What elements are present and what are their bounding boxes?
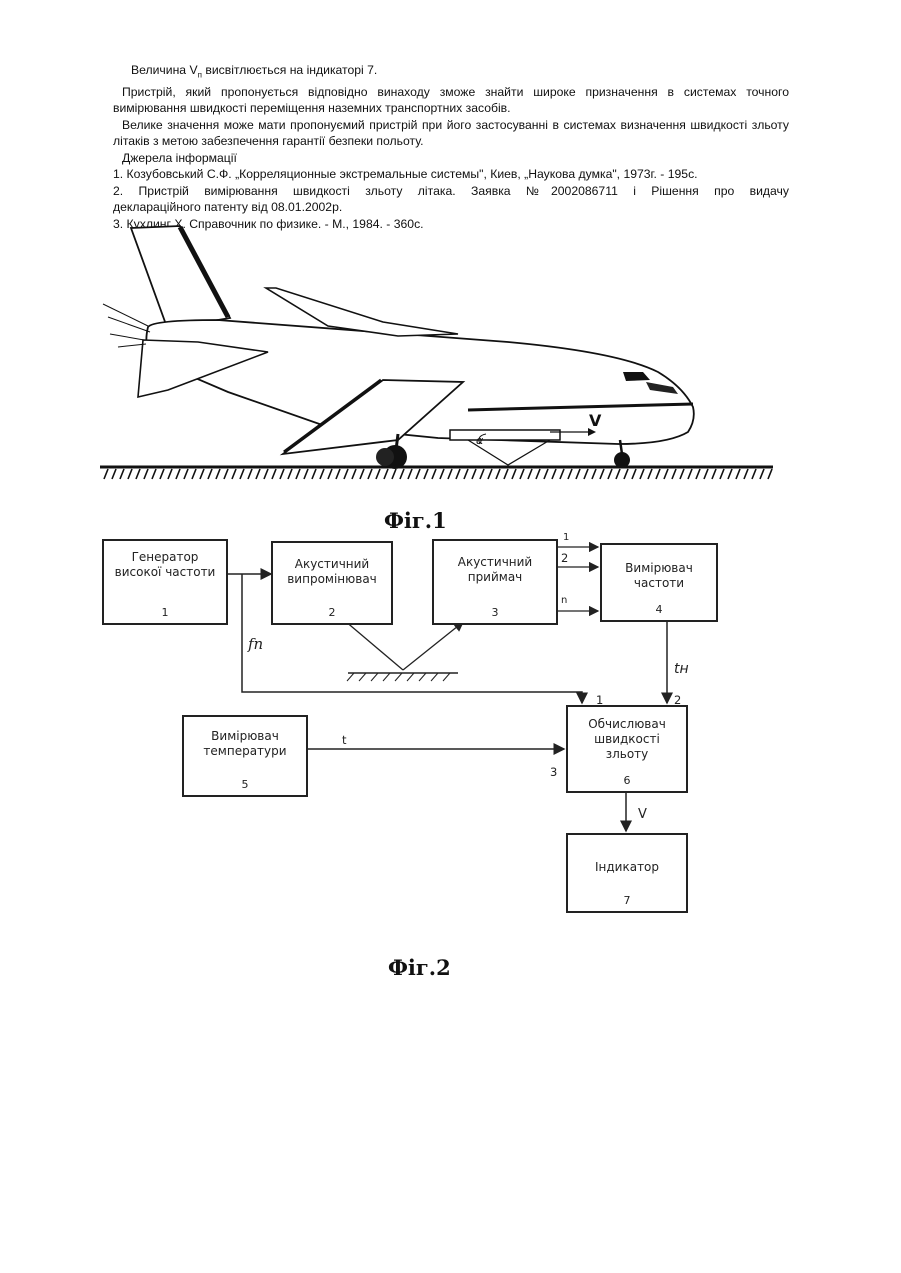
tail-fin (131, 226, 230, 330)
channel-2-label: 2 (561, 551, 568, 565)
signal-t-label: t (342, 733, 347, 747)
figure-1-caption: Фіг.1 (384, 508, 447, 532)
figure-2-caption: Фіг.2 (388, 955, 451, 980)
paragraph-purpose: Пристрій, який пропонується відповідно в… (113, 84, 789, 117)
reference-2-line-1: 2. Пристрій вимірювання швидкості зльоту… (113, 183, 789, 200)
figure-2-block-diagram: Генератор високої частоти 1 Акустичний в… (98, 535, 738, 980)
nose-gear-wheel (614, 452, 630, 468)
block-temperature-meter: Вимірювач температури 5 (182, 715, 308, 797)
reference-1: 1. Козубовський С.Ф. „Корреляционные экс… (113, 166, 789, 183)
block-frequency-meter: Вимірювач частоти 4 (600, 543, 718, 622)
input-1-label: 1 (596, 693, 603, 707)
velocity-label: V (589, 411, 602, 430)
angle-label: α (476, 434, 484, 447)
paragraph-importance: Велике значення може мати пропонуємий пр… (113, 117, 789, 150)
block-hf-generator: Генератор високої частоти 1 (102, 539, 228, 625)
block-acoustic-emitter: Акустичний випромінювач 2 (271, 541, 393, 625)
channel-1-label: 1 (563, 532, 569, 543)
sources-heading: Джерела інформації (113, 150, 789, 167)
block-indicator: Індикатор 7 (566, 833, 688, 913)
body-text: Величина Vп висвітлюється на індикаторі … (113, 62, 789, 232)
input-3-label: 3 (550, 765, 557, 779)
block-takeoff-speed-computer: Обчислювач швидкості зльоту 6 (566, 705, 688, 793)
reference-2-line-2: деклараційного патенту від 08.01.2002р. (113, 199, 789, 216)
runway-hatching (104, 469, 772, 479)
signal-v-label: V (638, 807, 647, 822)
signal-fn-label: fn (248, 635, 263, 653)
vn-text: Величина Vп висвітлюється на індикаторі … (131, 63, 377, 77)
channel-n-label: n (561, 595, 567, 606)
figure-1-aircraft-drawing: α V Фіг.1 (98, 222, 780, 532)
sensor-unit (450, 430, 560, 440)
main-gear-wheel-2 (376, 448, 394, 466)
paragraph-vn: Величина Vп висвітлюється на індикаторі … (113, 62, 789, 84)
block-acoustic-receiver: Акустичний приймач 3 (432, 539, 558, 625)
signal-tn-label: tн (674, 661, 689, 677)
input-2-label: 2 (674, 693, 681, 707)
